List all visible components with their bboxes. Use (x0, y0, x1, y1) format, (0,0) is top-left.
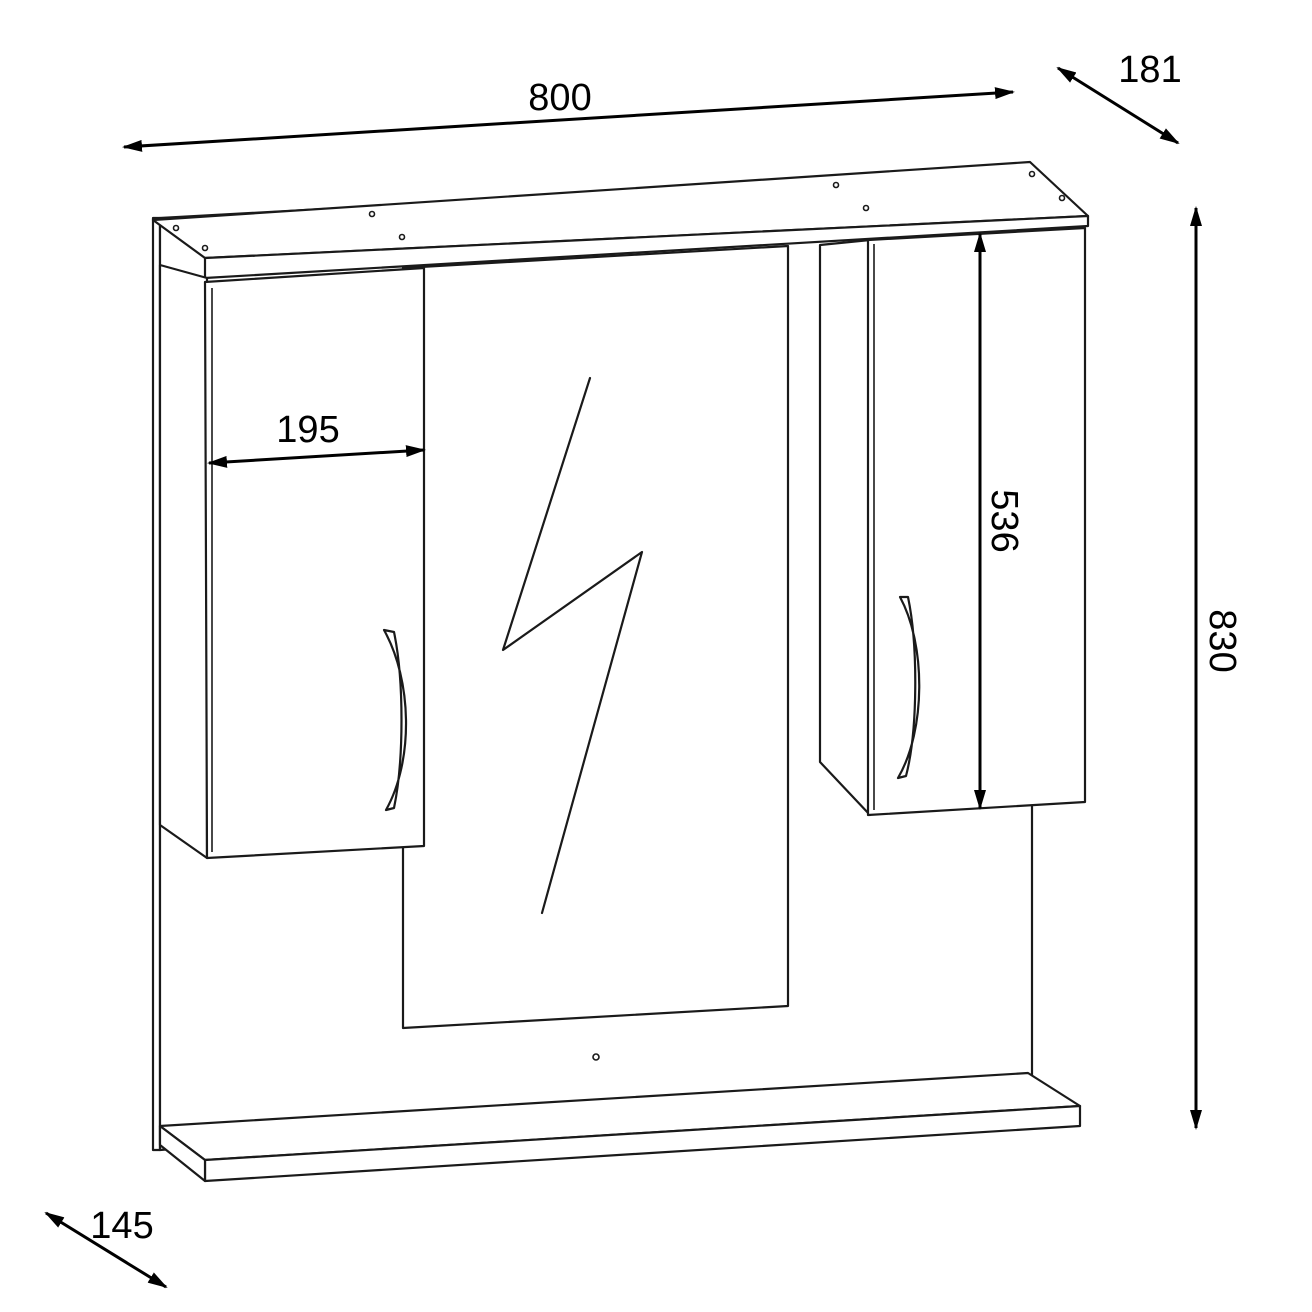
right-cabinet (818, 226, 1087, 817)
height-label: 830 (1201, 609, 1243, 672)
width-label: 800 (528, 77, 591, 119)
top-panel (151, 160, 1090, 280)
shelf-depth-label: 145 (90, 1205, 153, 1247)
left-door-handle (382, 628, 408, 812)
depth-top-label: 181 (1118, 49, 1181, 91)
shelf-depth-dimension-line (44, 1211, 168, 1289)
width-dimension-line (122, 87, 1015, 152)
mirror (401, 244, 790, 1061)
cabinet-height-label: 536 (983, 489, 1025, 552)
depth-top-dimension-line (1056, 66, 1180, 145)
left-cabinet (158, 263, 426, 860)
cabinet-width-label: 195 (276, 409, 339, 451)
bottom-shelf (158, 1071, 1082, 1183)
cabinet-width-dimension-line (207, 445, 426, 468)
right-door-handle (896, 595, 921, 780)
